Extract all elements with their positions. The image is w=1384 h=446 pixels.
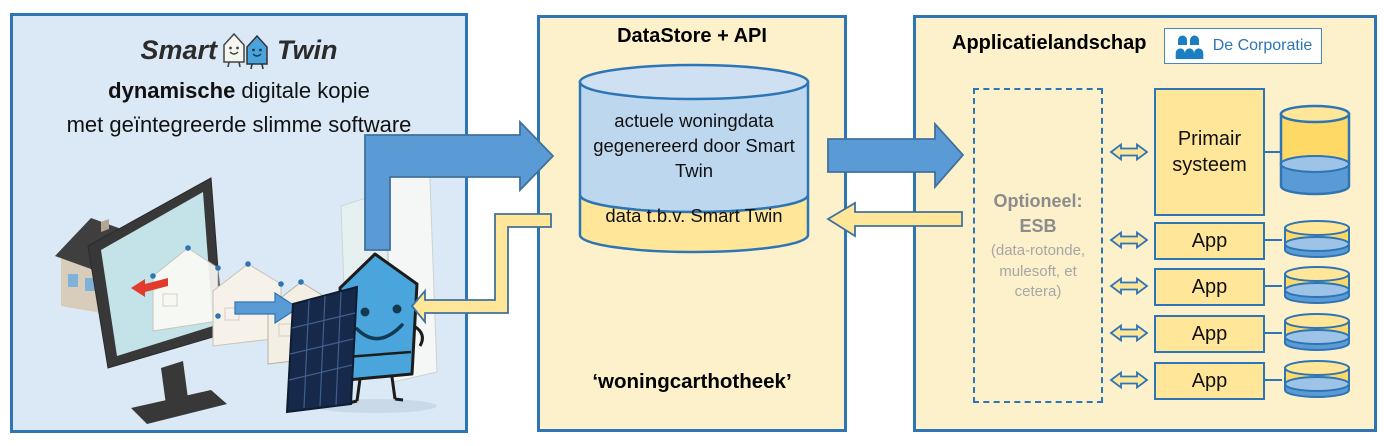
datastore-panel: DataStore + API actuele woningdata gegen…: [537, 15, 847, 432]
double-arrow-icon: [1109, 370, 1149, 390]
tagline-rest: digitale kopie: [235, 78, 370, 103]
double-arrow-icon: [1109, 230, 1149, 250]
app-database-icon: [1284, 313, 1350, 351]
applicatielandschap-panel: Applicatielandschap De Corporatie Option…: [913, 15, 1377, 432]
esb-line2: ESB: [1019, 216, 1057, 237]
de-corporatie-badge: De Corporatie: [1164, 28, 1322, 64]
tagline-line1: dynamische digitale kopie: [13, 78, 465, 104]
tagline-line2: met geïntegreerde slimme software: [66, 112, 412, 137]
app-label: App: [1191, 230, 1228, 252]
datastore-cylinder: [578, 63, 810, 254]
primair-systeem-box: Primair systeem: [1154, 88, 1265, 216]
primair-database-icon: [1279, 104, 1351, 196]
primair-systeem-label: Primair systeem: [1172, 128, 1247, 176]
app-box-1: App: [1154, 222, 1265, 260]
logo-text-smart: Smart: [140, 34, 218, 65]
smart-twin-panel: Smart Twin dynamische digitale kopie met…: [10, 13, 468, 433]
app-label: App: [1191, 370, 1228, 392]
double-arrow-icon: [1109, 323, 1149, 343]
cylinder-yellow-label: data t.b.v. Smart Twin: [605, 205, 783, 226]
smart-twin-logo: Smart Twin: [13, 30, 465, 70]
badge-label: De Corporatie: [1212, 37, 1313, 54]
cylinder-blue-label: actuele woningdata gegenereerd door Smar…: [593, 110, 795, 181]
double-arrow-icon: [1109, 276, 1149, 296]
app-database-icon: [1284, 266, 1350, 304]
esb-optional-box: Optioneel: ESB (data-rotonde, mulesoft, …: [973, 88, 1103, 403]
tagline-bold: dynamische: [108, 78, 236, 103]
app-box-2: App: [1154, 268, 1265, 306]
esb-line1: Optioneel:: [993, 190, 1083, 211]
people-icon: [1175, 35, 1203, 59]
applicatielandschap-title: Applicatielandschap: [952, 32, 1147, 54]
esb-line3: (data-rotonde, mulesoft, et cetera): [990, 242, 1086, 300]
datastore-title: DataStore + API: [617, 25, 767, 47]
app-database-icon: [1284, 220, 1350, 258]
connector-line: [1265, 332, 1282, 334]
solar-panel-graphic: [285, 285, 359, 414]
house-character-graphic: [338, 252, 424, 405]
connector-line: [1265, 285, 1282, 287]
red-arrow-graphic: [131, 278, 168, 297]
monitor-to-house-arrow: [234, 291, 300, 325]
connector-line: [1265, 379, 1282, 381]
app-box-3: App: [1154, 315, 1265, 353]
connector-line: [1265, 151, 1282, 153]
logo-text-twin: Twin: [277, 34, 338, 65]
app-box-4: App: [1154, 362, 1265, 400]
app-database-icon: [1284, 360, 1350, 398]
app-label: App: [1191, 276, 1228, 298]
double-arrow-icon: [1109, 142, 1149, 162]
twin-houses-icon: [223, 32, 268, 70]
connector-line: [1265, 239, 1282, 241]
woningcarthotheek-label: ‘woningcarthotheek’: [592, 370, 792, 393]
app-label: App: [1191, 323, 1228, 345]
digitization-illustration: [55, 153, 438, 424]
